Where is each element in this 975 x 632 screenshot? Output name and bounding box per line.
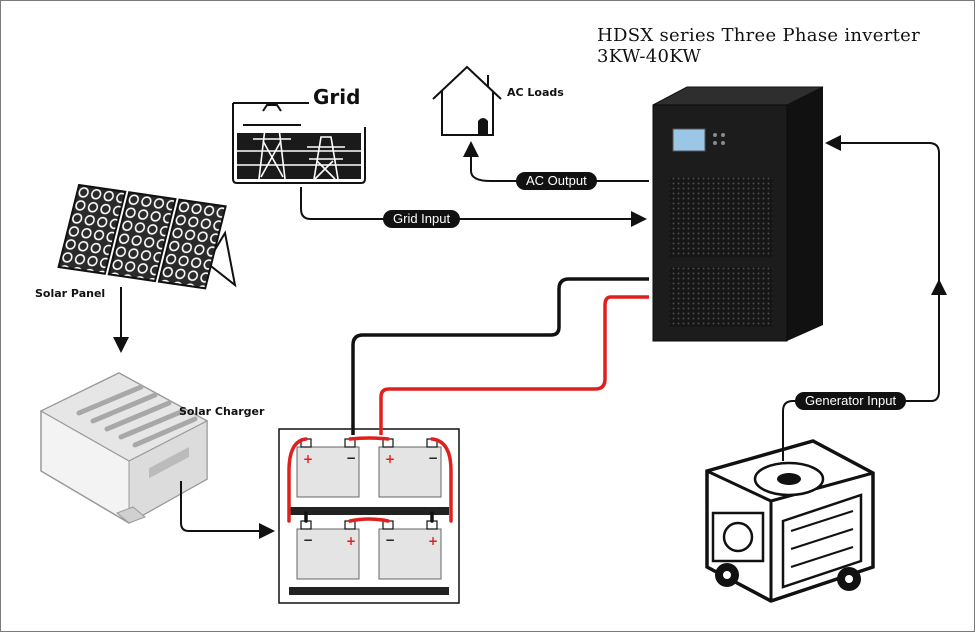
ac-loads-label: AC Loads bbox=[507, 86, 564, 99]
positive-cable bbox=[379, 295, 649, 435]
generator-input-pill: Generator Input bbox=[795, 392, 907, 410]
solar-panel-label: Solar Panel bbox=[35, 287, 106, 300]
svg-text:−: − bbox=[385, 533, 395, 547]
inverter-icon bbox=[652, 86, 824, 342]
grid-label: Grid bbox=[313, 85, 361, 109]
svg-text:+: + bbox=[303, 452, 313, 466]
grid-input-pill: Grid Input bbox=[383, 210, 461, 228]
solar-charger-label: Solar Charger bbox=[179, 405, 265, 418]
svg-text:−: − bbox=[346, 451, 356, 465]
diagram-title: HDSX series Three Phase inverter bbox=[597, 25, 920, 46]
generator-to-inverter-line bbox=[825, 135, 940, 283]
diagram-subtitle: 3KW-40KW bbox=[597, 46, 702, 67]
solar-charger-icon bbox=[39, 372, 209, 524]
svg-text:−: − bbox=[428, 451, 438, 465]
negative-cable bbox=[351, 277, 649, 435]
svg-text:−: − bbox=[303, 533, 313, 547]
svg-text:+: + bbox=[346, 534, 356, 548]
ac-output-line bbox=[463, 141, 649, 182]
svg-text:+: + bbox=[385, 452, 395, 466]
ac-output-pill: AC Output bbox=[516, 172, 597, 190]
house-icon bbox=[432, 65, 502, 136]
grid-input-line bbox=[300, 187, 647, 227]
battery-bank-icon: + − + − − + − + bbox=[278, 428, 460, 604]
charger-to-battery-line bbox=[180, 481, 275, 539]
solar-panel-icon bbox=[57, 183, 237, 290]
svg-text:+: + bbox=[428, 534, 438, 548]
grid-pylon-icon bbox=[232, 102, 366, 184]
generator-icon bbox=[705, 439, 875, 603]
